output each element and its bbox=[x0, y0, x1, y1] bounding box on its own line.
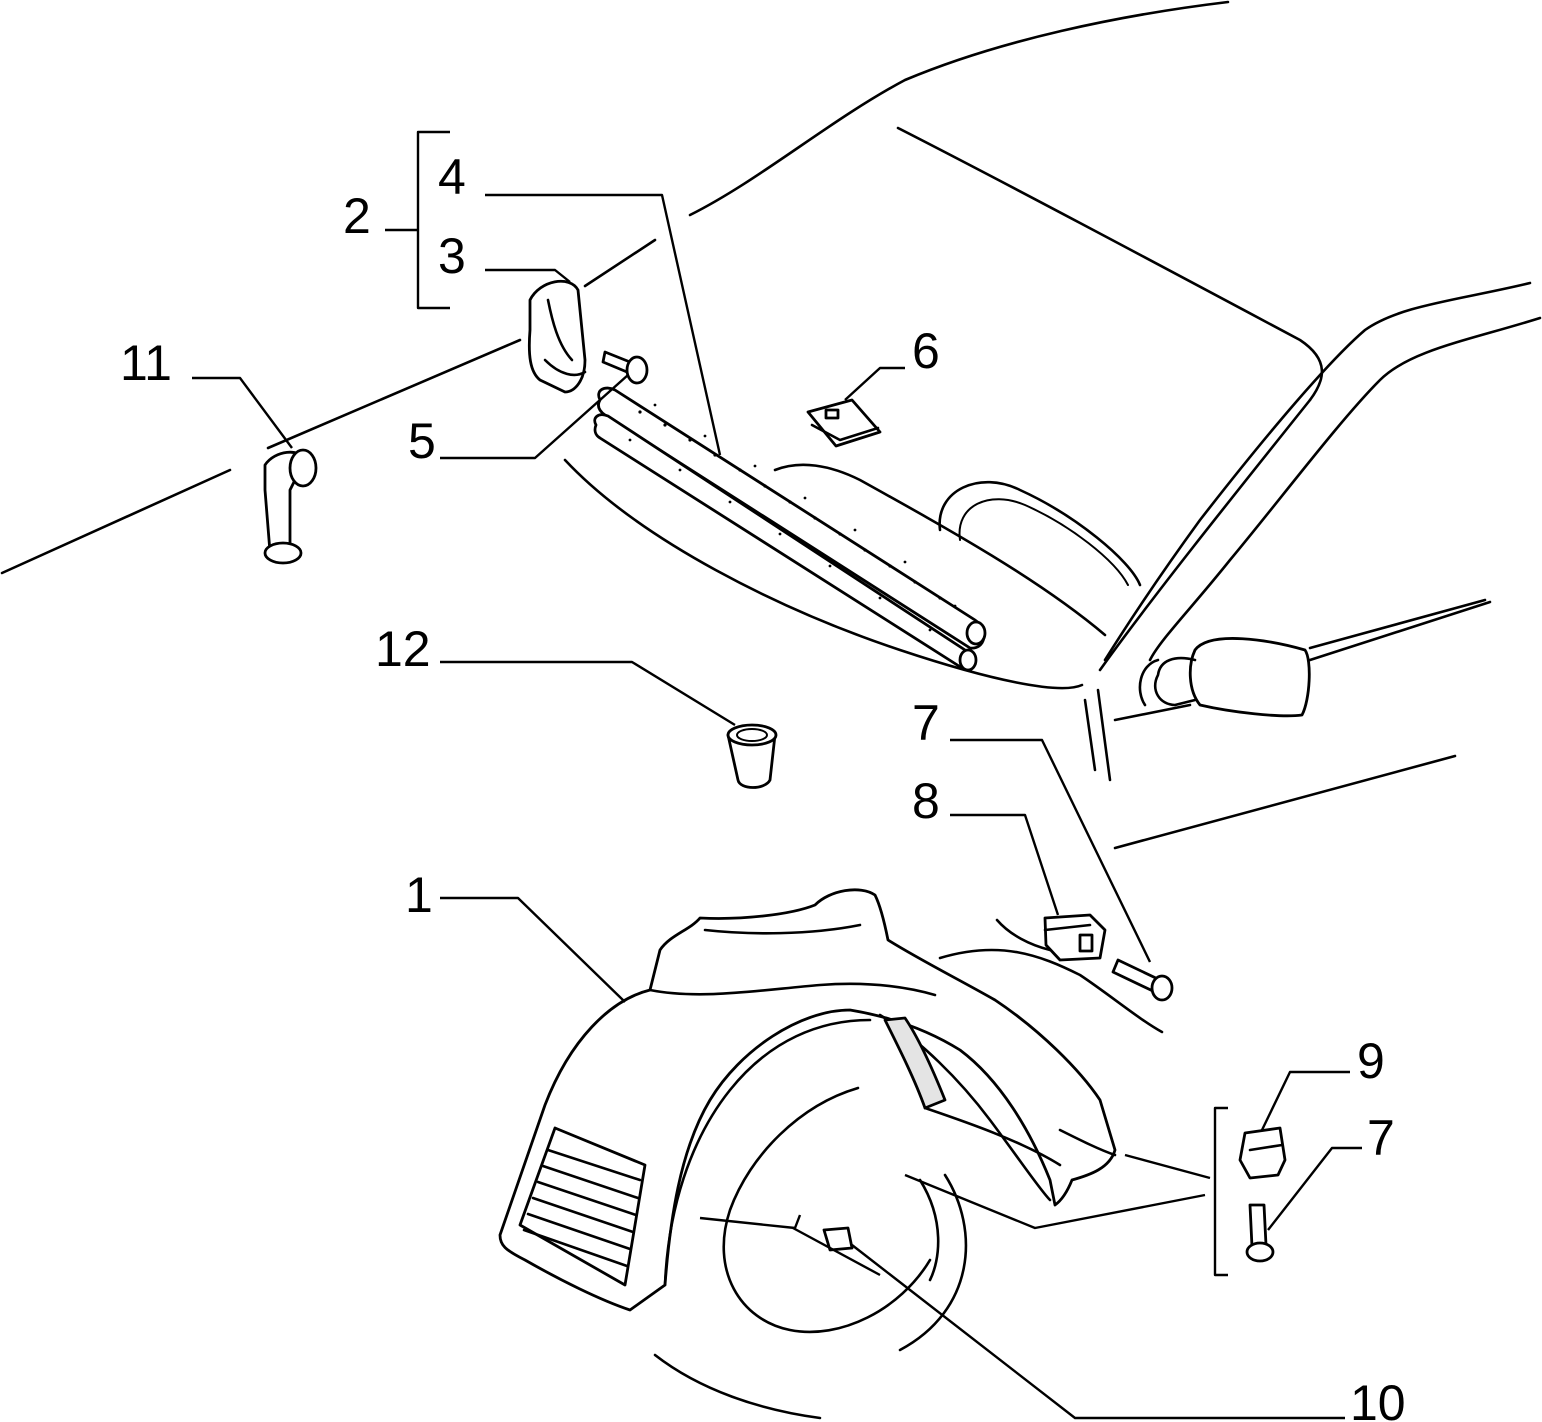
grommet-part-12 bbox=[726, 723, 778, 789]
clip-part-10 bbox=[822, 1226, 854, 1252]
callout-8: 8 bbox=[912, 773, 940, 829]
callout-10: 10 bbox=[1350, 1375, 1406, 1422]
hose-part-11 bbox=[263, 448, 318, 565]
callout-12: 12 bbox=[375, 621, 431, 677]
callout-7-top: 7 bbox=[912, 695, 940, 751]
screw-part-7b bbox=[1245, 1203, 1275, 1263]
callout-6: 6 bbox=[912, 323, 940, 379]
callout-7-bottom: 7 bbox=[1367, 1110, 1395, 1166]
screw-part-5 bbox=[601, 350, 649, 385]
callout-4: 4 bbox=[438, 149, 466, 205]
callout-9: 9 bbox=[1357, 1033, 1385, 1089]
callout-3: 3 bbox=[438, 228, 466, 284]
clip-part-8 bbox=[1043, 913, 1107, 962]
wheel-arch-liner-part-1 bbox=[498, 888, 1117, 1312]
screw-part-7a bbox=[1111, 958, 1174, 1002]
callout-2: 2 bbox=[343, 188, 371, 244]
seal-strip-part bbox=[593, 386, 987, 672]
clip-part-6 bbox=[806, 398, 882, 448]
callout-5: 5 bbox=[408, 413, 436, 469]
bracket-part bbox=[527, 280, 587, 394]
callout-1: 1 bbox=[405, 867, 433, 923]
callout-labels: 1 2 3 4 5 6 7 7 8 9 10 11 12 bbox=[120, 149, 1406, 1422]
fastener-part-9 bbox=[1238, 1126, 1287, 1180]
leader-lines bbox=[192, 130, 1362, 1420]
callout-11: 11 bbox=[120, 335, 172, 391]
